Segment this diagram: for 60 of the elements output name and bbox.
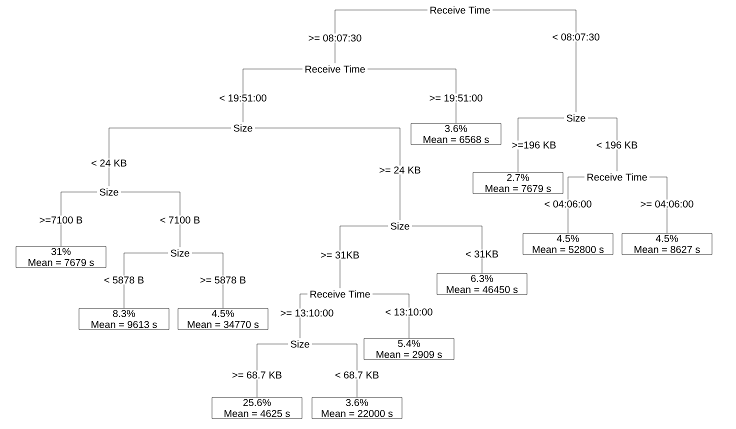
edge-label: >= 24 KB <box>378 166 422 174</box>
branch-line <box>192 252 224 308</box>
leaf-box: 4.5% Mean = 52800 s <box>522 233 614 255</box>
branch-line <box>492 10 576 112</box>
branch-line <box>518 118 564 172</box>
branch-line <box>372 294 410 338</box>
edge-label: >= 08:07:30 <box>307 33 363 43</box>
branch-line <box>649 176 668 234</box>
split-label: Size <box>168 247 192 259</box>
edge-label: < 24 KB <box>90 158 128 168</box>
edge-label: >= 5878 B <box>198 275 248 285</box>
split-label: Receive Time <box>584 171 650 183</box>
edge-label: >= 68.7 KB <box>230 370 284 380</box>
edge-label: < 5878 B <box>102 275 146 285</box>
leaf-box: 6.3% Mean = 46450 s <box>436 273 528 295</box>
split-label: Receive Time <box>428 4 492 16</box>
branch-line <box>312 344 358 398</box>
edge-label: >= 31KB <box>320 250 360 260</box>
edge-label: < 7100 B <box>158 215 202 225</box>
split-label: Size <box>388 220 412 232</box>
leaf-box: 8.3% Mean = 9613 s <box>78 308 170 330</box>
branch-line <box>254 128 400 220</box>
edge-label: < 04:06:00 <box>543 199 593 209</box>
branch-line <box>340 226 388 288</box>
leaf-box: 25.6% Mean = 4625 s <box>212 397 302 419</box>
split-label: Receive Time <box>302 63 368 75</box>
leaf-box: 31% Mean = 7679 s <box>16 246 106 268</box>
edge-label: >= 13:10:00 <box>279 308 335 318</box>
leaf-box: 4.5% Mean = 8627 s <box>622 233 712 255</box>
split-label: Size <box>97 186 121 198</box>
edge-label: < 31KB <box>464 249 500 259</box>
split-label: Size <box>288 338 312 350</box>
edge-label: < 13:10:00 <box>384 307 434 317</box>
branch-line <box>108 128 232 186</box>
leaf-box: 5.4% Mean = 2909 s <box>364 338 454 360</box>
edge-label: >=7100 B <box>38 215 84 225</box>
branch-line <box>120 192 180 248</box>
leaf-box: 2.7% Mean = 7679 s <box>472 172 564 194</box>
leaf-box: 3.6% Mean = 6568 s <box>410 123 502 145</box>
edge-label: < 19:51:00 <box>218 93 268 103</box>
leaf-box: 4.5% Mean = 34770 s <box>178 308 268 330</box>
branch-line <box>242 68 303 122</box>
branch-line <box>334 10 428 64</box>
leaf-box: 3.6% Mean = 22000 s <box>312 397 402 419</box>
edge-label: < 196 KB <box>595 140 639 150</box>
branch-line <box>60 192 98 246</box>
split-label: Receive Time <box>308 288 372 300</box>
branch-line <box>124 252 168 308</box>
edge-label: < 08:07:30 <box>551 32 601 42</box>
edge-label: < 68.7 KB <box>334 370 380 380</box>
branch-line <box>256 344 288 398</box>
branch-line <box>568 176 585 234</box>
edge-label: >= 19:51:00 <box>428 93 484 103</box>
split-label: Size <box>231 122 255 134</box>
split-label: Size <box>564 112 588 124</box>
branch-line <box>588 118 618 172</box>
edge-label: >=196 KB <box>510 140 558 150</box>
edge-label: >= 04:06:00 <box>639 199 695 209</box>
branch-line <box>412 226 482 274</box>
branch-line <box>367 68 456 124</box>
